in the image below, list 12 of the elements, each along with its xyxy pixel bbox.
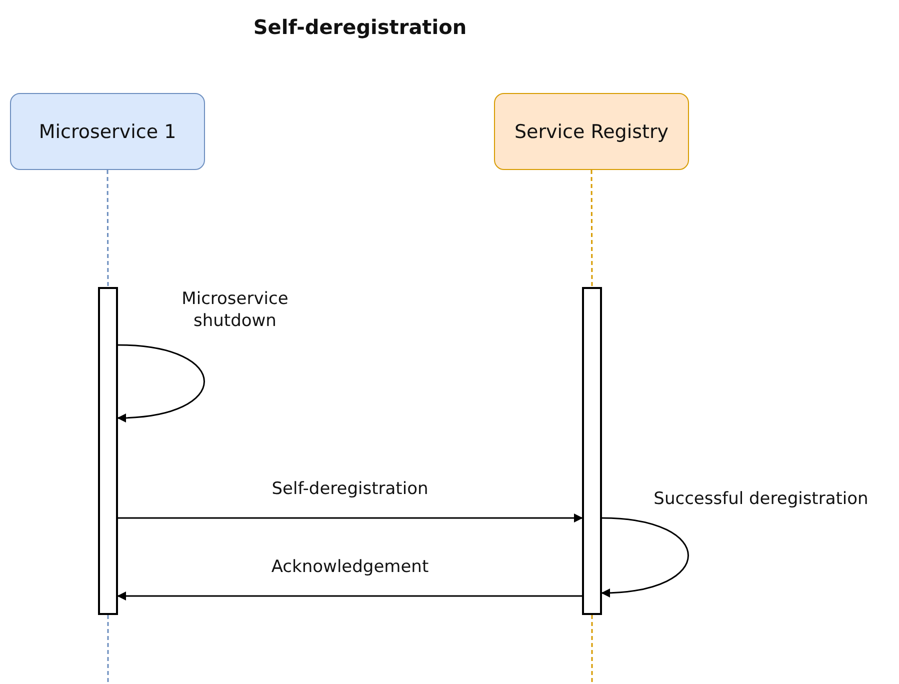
message-arrow [117, 592, 582, 600]
lifeline [590, 170, 593, 287]
participant-box: Service Registry [494, 93, 689, 170]
lifeline [107, 615, 109, 684]
lifeline [106, 170, 109, 287]
lifeline [591, 615, 593, 684]
activation-bar [98, 287, 118, 615]
message-arrow [601, 517, 689, 598]
message-arrow [117, 344, 205, 422]
activation-bar [582, 287, 602, 615]
message-arrow [118, 514, 583, 522]
participant-box: Microservice 1 [10, 93, 205, 170]
